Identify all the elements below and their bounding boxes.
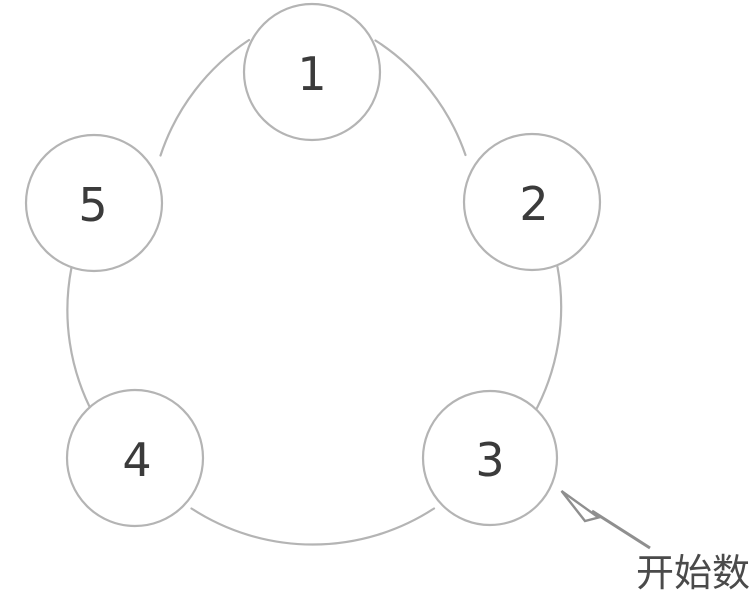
node-label-4: 4 bbox=[122, 433, 151, 487]
node-circle-1[interactable] bbox=[242, 2, 382, 142]
node-label-1: 1 bbox=[297, 47, 326, 101]
node-label-3: 3 bbox=[475, 433, 504, 487]
node-circle-2[interactable] bbox=[462, 132, 602, 272]
node-label-2: 2 bbox=[519, 177, 548, 231]
arc-3-to-4 bbox=[190, 507, 436, 546]
arrow-shaft-line bbox=[591, 509, 651, 550]
node-circle-4[interactable] bbox=[65, 388, 205, 528]
arrow-head-triangle bbox=[560, 490, 602, 523]
ring-nodes bbox=[24, 2, 602, 528]
node-label-5: 5 bbox=[78, 178, 107, 232]
start-pointer-arrow bbox=[560, 490, 651, 550]
arc-2-to-3 bbox=[532, 265, 563, 416]
arc-1-to-2 bbox=[374, 39, 467, 157]
arc-4-to-5 bbox=[66, 266, 95, 416]
node-circle-3[interactable] bbox=[421, 389, 559, 527]
arc-5-to-1 bbox=[159, 38, 251, 157]
ring-connections bbox=[66, 38, 563, 546]
ring-node-labels: 1 2 3 4 5 bbox=[78, 47, 548, 487]
start-count-annotation-label: 开始数 bbox=[636, 551, 751, 595]
node-circle-5[interactable] bbox=[24, 133, 164, 273]
